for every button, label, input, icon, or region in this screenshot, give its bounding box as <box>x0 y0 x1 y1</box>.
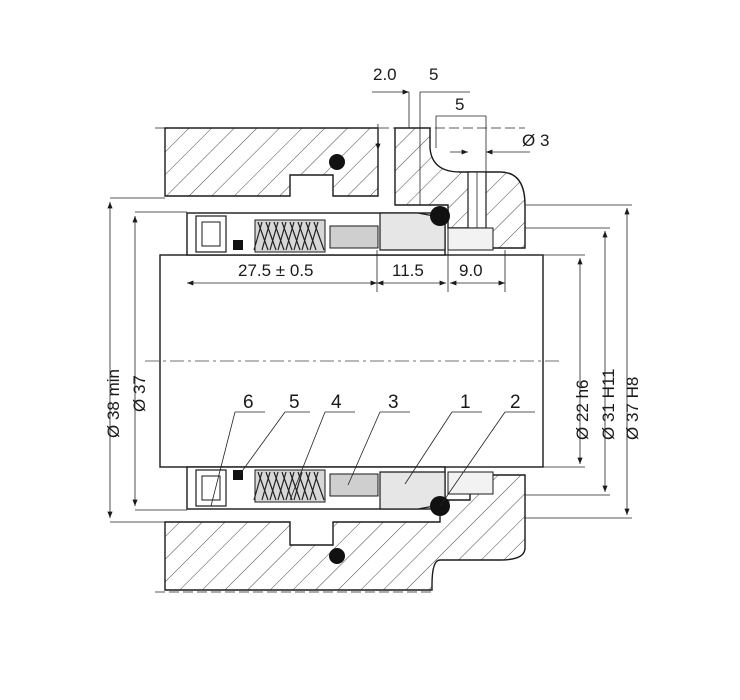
part-label-1: 1 <box>460 392 471 413</box>
part-label-6: 6 <box>243 392 254 413</box>
dim-dia-22: Ø 22 h6 <box>573 380 592 441</box>
dim-5-a: 5 <box>429 65 438 84</box>
spring-coils-bottom <box>253 471 325 501</box>
part-label-5: 5 <box>289 392 300 413</box>
spring-coils-top <box>253 221 325 251</box>
housing-top <box>164 127 526 249</box>
dim-pin-dia: Ø 3 <box>522 131 549 150</box>
length-dimensions <box>187 250 506 292</box>
dim-dia-37-h8: Ø 37 H8 <box>623 377 642 440</box>
housing-oring-top <box>329 154 345 170</box>
dim-dia-37: Ø 37 <box>130 375 149 412</box>
seal-assembly-bottom <box>186 466 494 516</box>
part-label-2: 2 <box>510 392 521 413</box>
shaft <box>145 254 560 468</box>
dim-dia-38-min: Ø 38 min <box>104 369 123 438</box>
right-diameter-dimensions <box>525 204 632 519</box>
dim-5-b: 5 <box>455 95 464 114</box>
top-dimensions <box>372 89 530 205</box>
dim-len-27-5: 27.5 ± 0.5 <box>238 261 314 280</box>
part-label-3: 3 <box>388 392 399 413</box>
seal-assembly-top <box>186 206 494 256</box>
dim-len-11-5: 11.5 <box>392 261 424 280</box>
left-diameter-dimensions <box>107 197 187 523</box>
housing-bottom <box>164 474 526 591</box>
dim-2-0: 2.0 <box>373 65 397 84</box>
part-leaders <box>210 411 535 507</box>
dim-dia-31: Ø 31 H11 <box>599 368 618 440</box>
part-label-4: 4 <box>331 392 342 413</box>
housing-oring-bottom <box>329 548 345 564</box>
dim-len-9-0: 9.0 <box>459 261 483 280</box>
